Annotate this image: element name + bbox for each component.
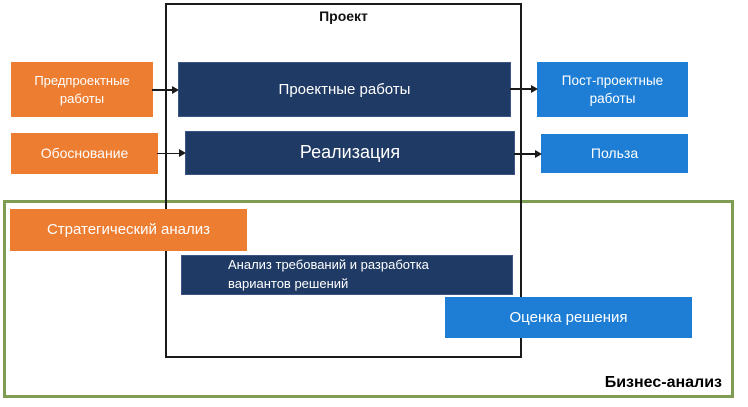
arrow-shaft — [510, 88, 532, 90]
box-justification: Обоснование — [11, 133, 158, 174]
arrow-head-icon — [179, 149, 186, 157]
project-outline — [165, 3, 522, 358]
arrow-implementation-to-benefit-icon — [514, 149, 542, 159]
box-benefit: Польза — [541, 134, 688, 173]
arrow-justification-to-implementation-icon — [157, 149, 186, 158]
box-preproject-works: Предпроектные работы — [11, 62, 153, 117]
box-justification-label: Обоснование — [40, 145, 129, 162]
arrow-head-icon — [531, 84, 538, 93]
box-project-works: Проектные работы — [178, 62, 511, 117]
box-postproject-works-label-line2: работы — [589, 90, 636, 106]
arrow-shaft — [152, 89, 173, 91]
box-project-works-label: Проектные работы — [278, 80, 411, 98]
box-implementation: Реализация — [185, 131, 515, 175]
business-analysis-label: Бизнес-анализ — [604, 374, 722, 391]
arrow-shaft — [157, 152, 180, 155]
box-requirements-analysis-label-line1: Анализ требований и разработка — [228, 257, 429, 273]
box-requirements-analysis: Анализ требований и разработка вариантов… — [181, 255, 513, 295]
arrow-head-icon — [172, 85, 179, 94]
box-strategic-analysis: Стратегический анализ — [10, 209, 247, 251]
box-requirements-analysis-label-line2: вариантов решений — [228, 276, 349, 291]
box-implementation-label: Реализация — [299, 142, 401, 163]
box-postproject-works-label-line1: Пост-проектные — [561, 72, 664, 88]
box-postproject-works: Пост-проектные работы — [537, 62, 688, 117]
box-benefit-label: Польза — [590, 145, 639, 162]
arrow-head-icon — [535, 149, 542, 158]
box-strategic-analysis-label: Стратегический анализ — [46, 221, 211, 239]
box-preproject-works-label-line1: Предпроектные — [34, 73, 130, 89]
arrow-project-works-to-postproject-icon — [510, 84, 538, 94]
project-title: Проект — [319, 8, 368, 24]
arrow-shaft — [514, 153, 536, 155]
box-solution-evaluation: Оценка решения — [445, 297, 692, 338]
arrow-preproject-to-project-works-icon — [152, 85, 179, 95]
business-analysis-outline — [3, 200, 734, 398]
box-preproject-works-label-line2: работы — [59, 90, 105, 106]
box-solution-evaluation-label: Оценка решения — [509, 308, 628, 326]
